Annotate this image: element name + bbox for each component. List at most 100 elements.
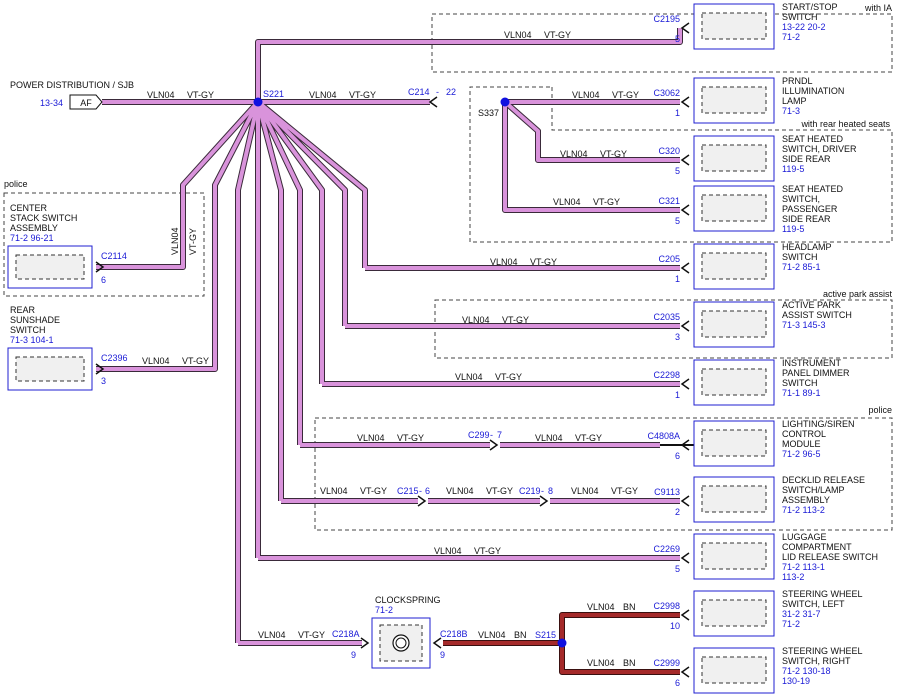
wire-color-label: VT-GY — [575, 433, 602, 443]
component-inner — [701, 599, 767, 627]
c2114-line2: STACK SWITCH — [10, 213, 77, 223]
connector-label: C2195 — [653, 14, 680, 24]
wire-color-label: BN — [514, 630, 527, 640]
component-inner — [701, 144, 767, 172]
c2396-refs: 71-3 104-1 — [10, 335, 54, 345]
wire-color-label: VT-GY — [397, 433, 424, 443]
connector-label: C4808A — [647, 431, 680, 441]
component-name-line: SWITCH, DRIVER — [782, 144, 857, 154]
wire-circuit-label: VLN04 — [587, 658, 615, 668]
c2396-line1: REAR — [10, 305, 36, 315]
connector-label: C9113 — [654, 487, 680, 497]
c2114-pin: 6 — [101, 275, 106, 285]
c2396-conn: C2396 — [101, 353, 128, 363]
clockspring-name: CLOCKSPRING — [375, 595, 441, 605]
c218b-label: C218B — [440, 629, 468, 639]
connector-arrow-icon — [680, 495, 690, 507]
connector-pin: 5 — [675, 216, 680, 226]
component-name-line: LIGHTING/SIREN — [782, 419, 855, 429]
component-inner — [701, 12, 767, 40]
connector-label: C2035 — [653, 312, 680, 322]
wire-circuit-label: VLN04 — [320, 486, 348, 496]
component-ref: 71-1 89-1 — [782, 388, 821, 398]
component-name-line: ASSEMBLY — [782, 495, 830, 505]
wire-circuit-label: VLN04 — [258, 630, 286, 640]
connector-pin: 10 — [670, 621, 680, 631]
wire-circuit-label: VLN04 — [142, 356, 170, 366]
c2396-arrow — [95, 363, 105, 375]
wire-color-label: VT-GY — [486, 486, 513, 496]
component-name-line: ASSIST SWITCH — [782, 310, 852, 320]
c2396-pin: 3 — [101, 376, 106, 386]
inline-c214-label: C214 — [408, 87, 430, 97]
connector-label: C205 — [658, 254, 680, 264]
wire-layer — [96, 28, 694, 675]
component-ref: 71-3 145-3 — [782, 320, 826, 330]
source-ref: 13-34 — [40, 98, 63, 108]
component-name-line: ILLUMINATION — [782, 86, 844, 96]
component-name-line: MODULE — [782, 439, 821, 449]
splice-s337-label: S337 — [478, 108, 499, 118]
inline-c299: C299 - 7 — [468, 430, 502, 451]
wire-color-label: VT-GY — [600, 149, 627, 159]
inline-c299-arrow — [489, 439, 499, 451]
wire-color-label: VT-GY — [474, 546, 501, 556]
wire-circuit-label: VLN04 — [147, 90, 175, 100]
inline-c215-arrow — [417, 495, 427, 507]
c2396-line2: SUNSHADE — [10, 315, 60, 325]
component-inner — [701, 252, 767, 280]
wire-circuit-label: VLN04 — [490, 257, 518, 267]
group-police-left — [3, 192, 205, 297]
c2114-arrow — [95, 261, 105, 273]
component-ref: 130-19 — [782, 676, 810, 686]
component-name-line: START/STOP — [782, 2, 838, 12]
component-name-line: SWITCH, RIGHT — [782, 656, 851, 666]
component-name-line: LAMP — [782, 96, 807, 106]
inline-c215-dash: - — [419, 486, 422, 496]
component-ref: 119-5 — [782, 224, 804, 234]
component-ref: 71-2 — [782, 619, 800, 629]
wire-color-label: VT-GY — [360, 486, 387, 496]
wire-color-label: BN — [623, 602, 636, 612]
connector-label: C2998 — [653, 601, 680, 611]
component-name-line: PASSENGER — [782, 204, 838, 214]
c2114-line3: ASSEMBLY — [10, 223, 58, 233]
connector-label: C3062 — [653, 88, 680, 98]
group-with-ia-label: with IA — [864, 3, 892, 13]
wire-color-label: VT-GY — [187, 90, 214, 100]
connector-pin: 1 — [675, 108, 680, 118]
component-name-line: SWITCH, LEFT — [782, 599, 845, 609]
splice-s215 — [557, 638, 567, 648]
connector-arrow-icon — [680, 320, 690, 332]
inline-c219-arrow — [539, 495, 549, 507]
group-rear-heated-label: with rear heated seats — [800, 119, 890, 129]
splice-s215-label: S215 — [535, 630, 556, 640]
wire-circuit-label: VLN04 — [587, 602, 615, 612]
group-active-park-label: active park assist — [823, 289, 893, 299]
component-ref: 71-2 96-5 — [782, 449, 821, 459]
connector-pin: 2 — [675, 507, 680, 517]
component-name-line: SEAT HEATED — [782, 184, 844, 194]
component-ref: 113-2 — [782, 572, 804, 582]
connector-label: C321 — [658, 196, 680, 206]
bn-wire-fill — [443, 613, 680, 674]
wire-color-label: VT-GY — [530, 257, 557, 267]
wire-circuit-label: VLN04 — [357, 433, 385, 443]
clockspring-icon — [392, 634, 410, 652]
component-inner — [701, 429, 767, 457]
c2396-line3: SWITCH — [10, 325, 46, 335]
inline-c299-label: C299 — [468, 430, 490, 440]
c2114-line1: CENTER — [10, 203, 48, 213]
component-c2396: REAR SUNSHADE SWITCH 71-3 104-1 C2396 3 — [7, 305, 128, 391]
connector-arrow-icon — [680, 262, 690, 274]
inline-c214-dash: - — [436, 87, 439, 97]
component-name-line: SWITCH, — [782, 194, 820, 204]
c218a-arrow — [360, 637, 370, 649]
connector-pin: 6 — [675, 678, 680, 688]
